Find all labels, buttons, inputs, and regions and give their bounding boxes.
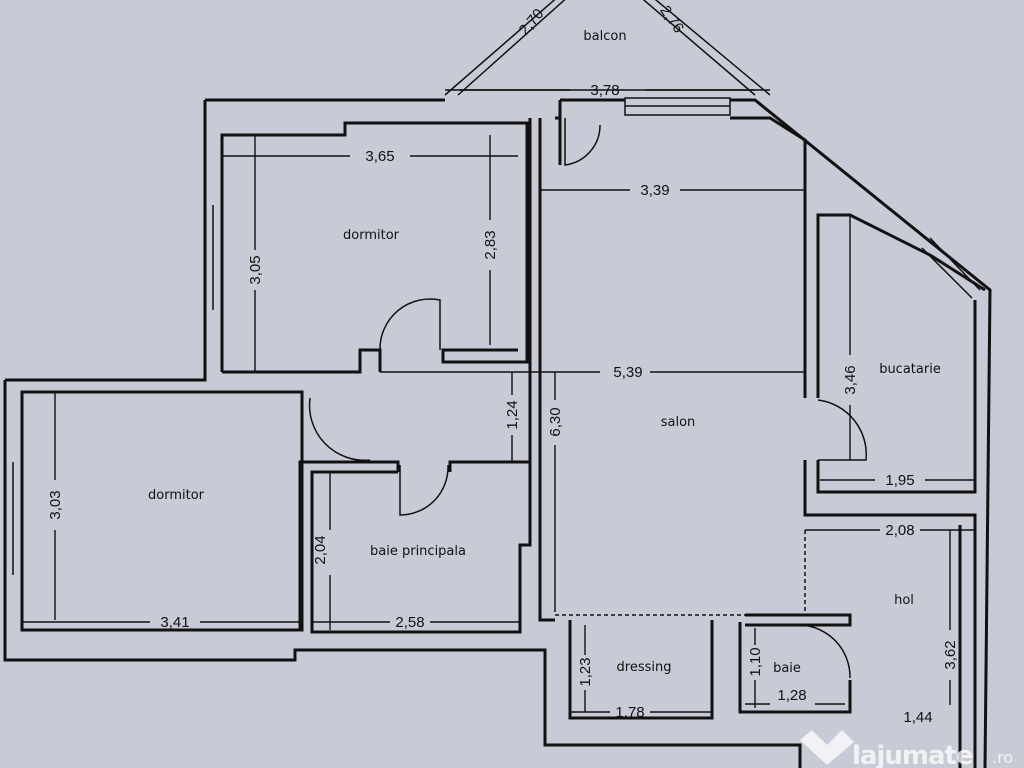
dim-dressing-height: 1,23 [577,657,594,686]
room-label-bucatarie: bucatarie [879,362,941,377]
room-label-balcon: balcon [583,29,626,44]
room-label-baie-principala: baie principala [370,544,466,559]
dim-dressing-width: 1,78 [615,704,644,721]
watermark-brand: lajumate [852,741,973,768]
dim-dormitor-left-width: 3,41 [160,614,189,631]
dim-bucatarie-height: 3,46 [842,365,859,394]
dim-hol-width: 2,08 [885,522,914,539]
room-label-dormitor-top: dormitor [343,228,400,243]
dim-dormitor-left-height: 3,03 [47,490,64,519]
room-label-baie: baie [773,661,801,676]
dim-dormitor-top-height-right: 2,83 [482,230,499,259]
watermark-tld: .ro [992,748,1013,767]
dim-salon-top: 3,39 [640,182,669,199]
dim-balcon-right: 2,76 [656,3,687,37]
room-label-dormitor-left: dormitor [148,488,205,503]
dim-balcon-width: 3,78 [590,82,619,99]
dim-baie-height: 1,10 [747,647,764,676]
dim-hol-height: 3,62 [942,640,959,669]
walls [3,98,992,768]
dim-baie-principala-width: 2,58 [395,614,424,631]
dim-baie-width: 1,28 [777,687,806,704]
room-label-hol: hol [894,593,914,608]
watermark-logo: lajumate .ro [800,730,1013,768]
room-label-salon: salon [661,415,696,430]
dim-salon-width: 5,39 [613,364,642,381]
dim-salon-height: 6,30 [547,407,564,436]
dim-bucatarie-width: 1,95 [885,472,914,489]
dim-hallway: 1,24 [504,400,521,429]
balcony [444,0,771,116]
dimension-lines [22,89,975,713]
doors [308,118,868,679]
room-label-dressing: dressing [617,660,672,675]
dim-dormitor-top-height-left: 3,05 [247,255,264,284]
windows [4,205,981,575]
dim-hol-bottom: 1,44 [903,709,932,726]
dim-baie-principala-height: 2,04 [312,535,329,564]
dim-dormitor-top-width: 3,65 [365,148,394,165]
